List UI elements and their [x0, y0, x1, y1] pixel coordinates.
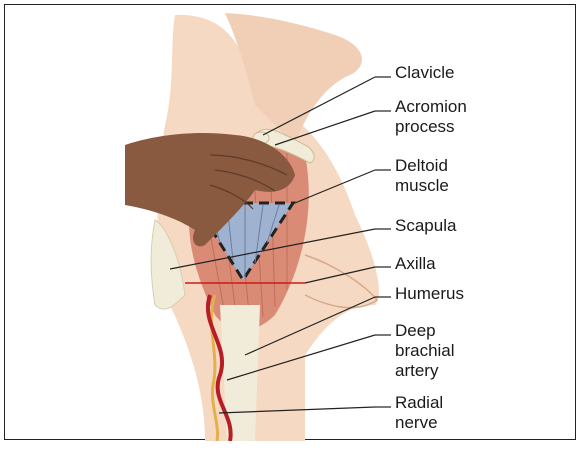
- label-axilla: Axilla: [395, 254, 436, 274]
- label-humerus: Humerus: [395, 284, 464, 304]
- label-clavicle: Clavicle: [395, 63, 455, 83]
- anatomy-illustration: [5, 5, 577, 441]
- humerus-bone: [220, 305, 260, 441]
- label-scapula: Scapula: [395, 216, 456, 236]
